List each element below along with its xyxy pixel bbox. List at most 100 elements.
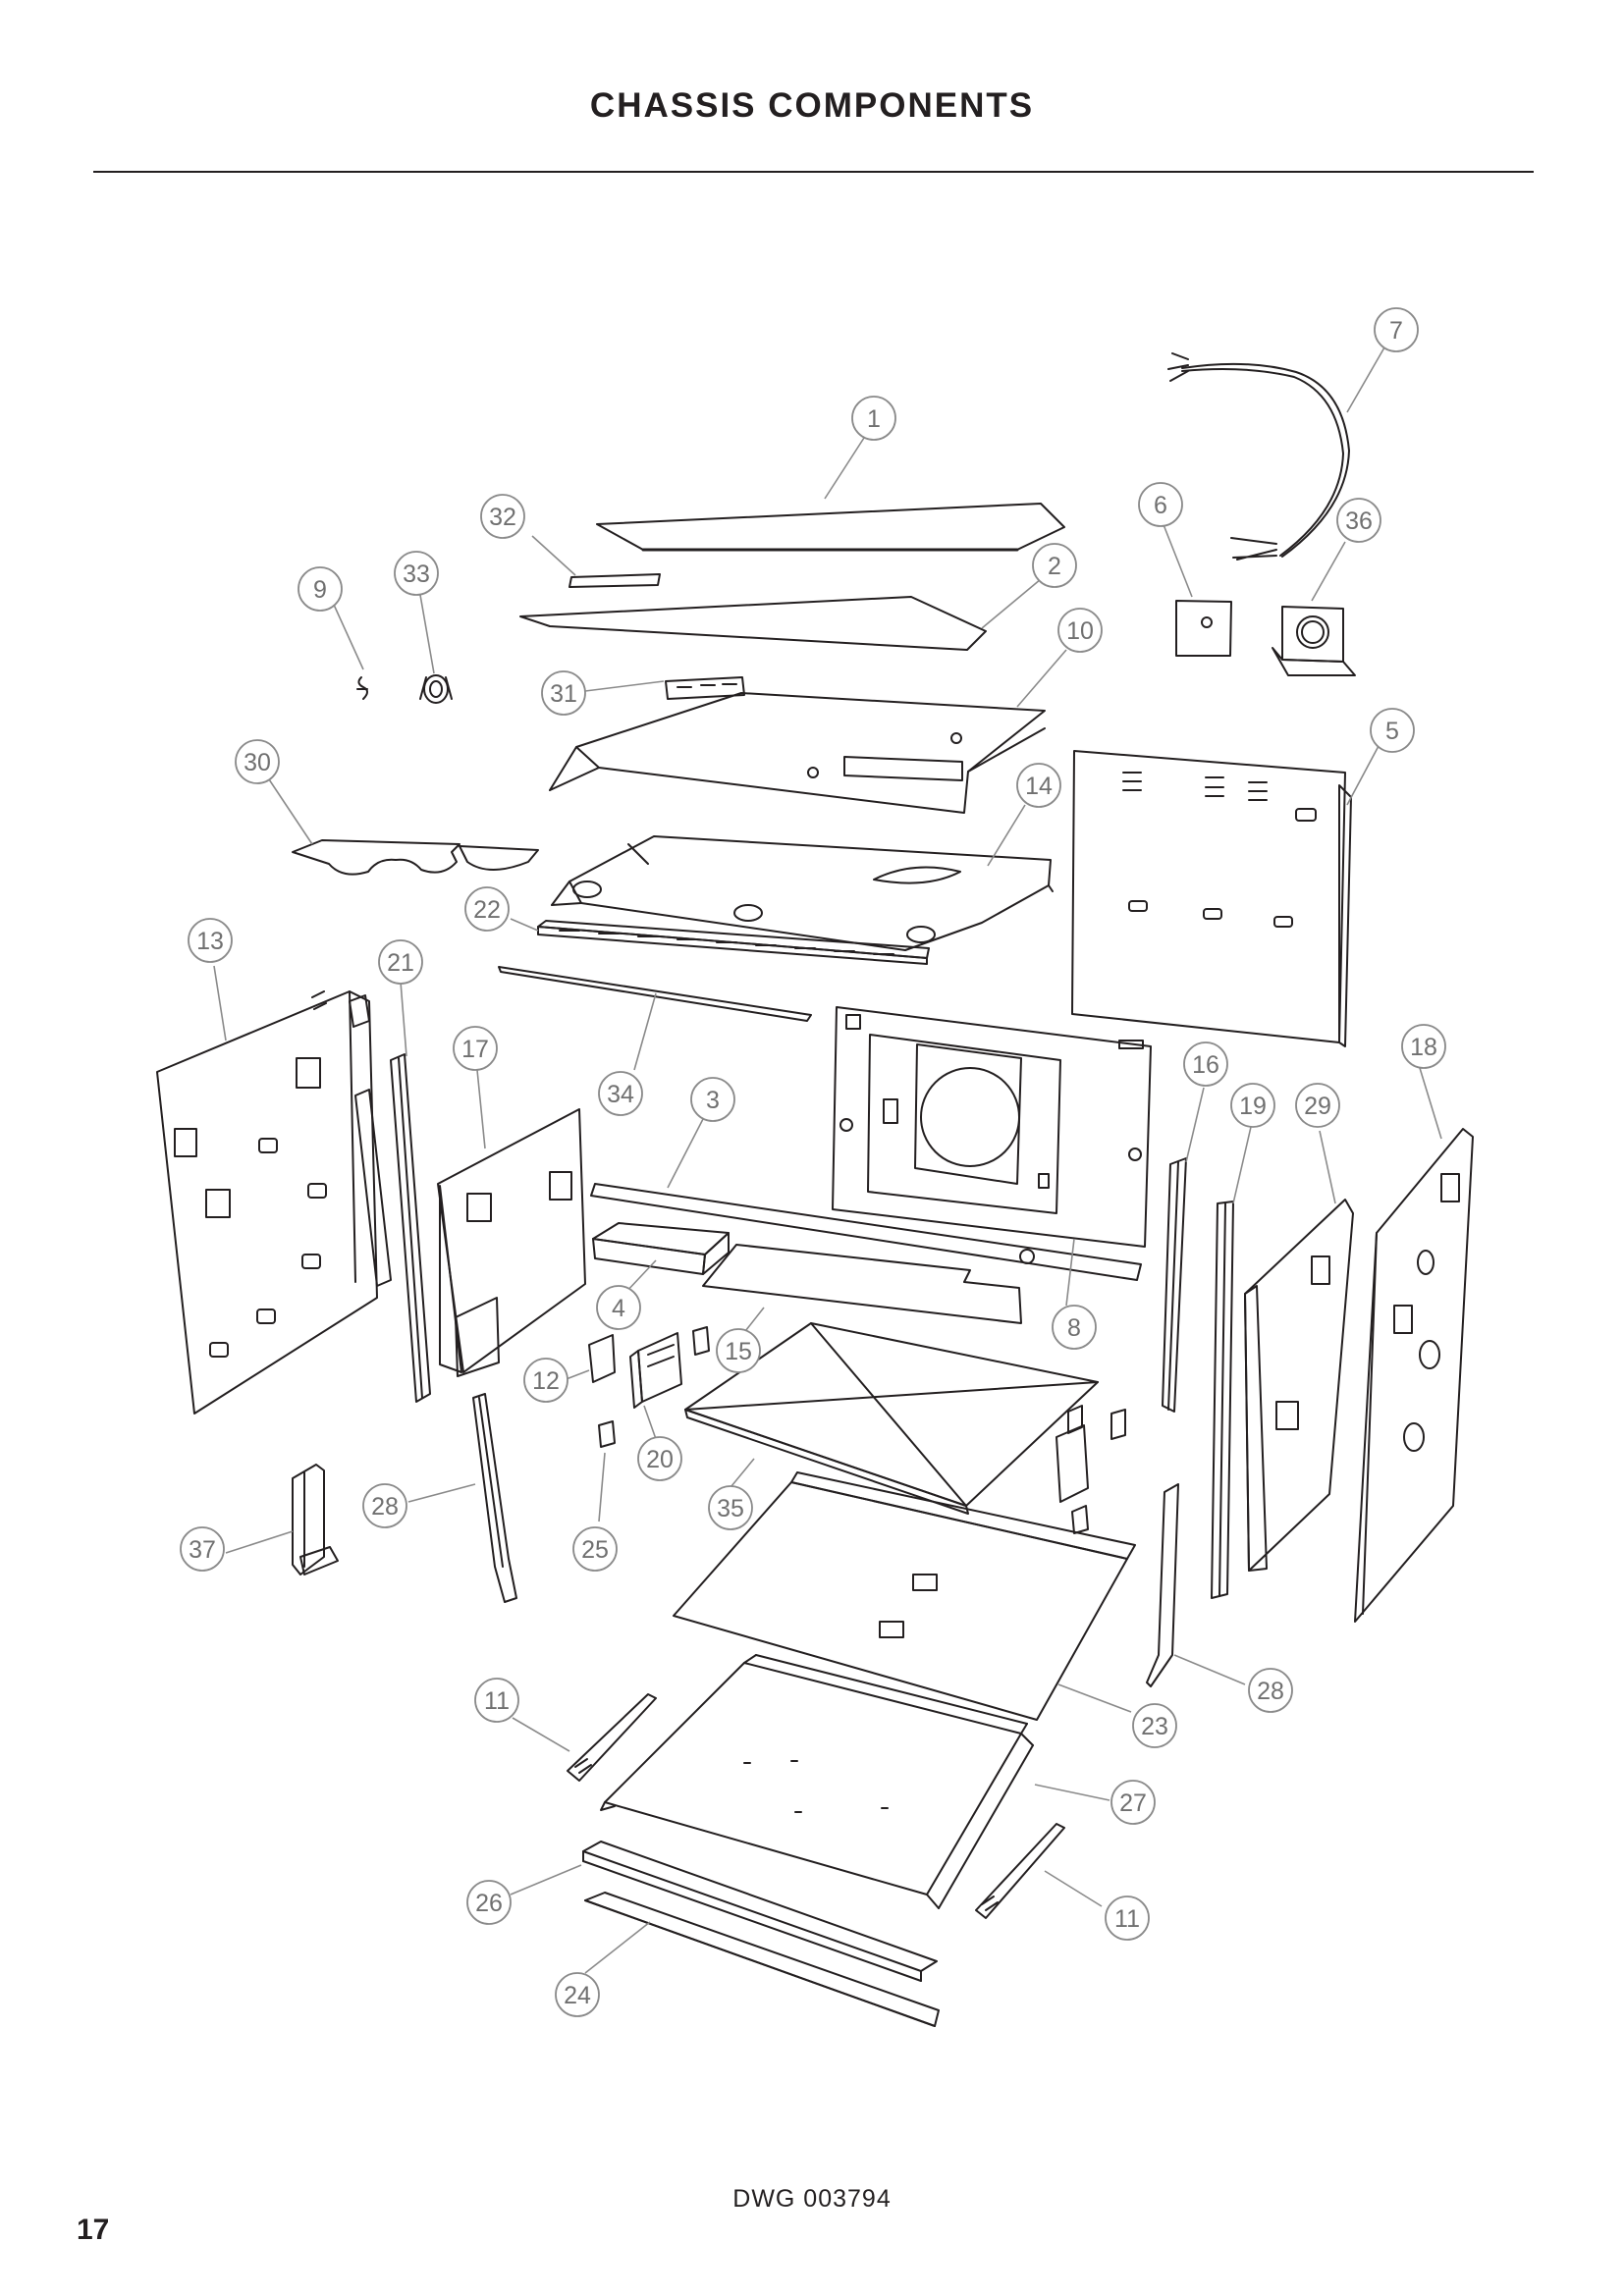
part-20-control-board	[629, 1332, 682, 1409]
callout-30: 30	[235, 739, 280, 784]
callout-label: 30	[244, 749, 271, 776]
callout-label: 17	[461, 1036, 489, 1063]
part-16-side-rail	[1162, 1157, 1187, 1413]
callout-22: 22	[464, 886, 510, 932]
callout-13: 13	[188, 918, 233, 963]
leader-7	[1346, 347, 1385, 413]
callout-26: 26	[466, 1880, 512, 1925]
leader-32	[531, 535, 576, 576]
callout-label: 14	[1025, 773, 1053, 800]
callout-11-right: 11	[1105, 1896, 1150, 1941]
callout-label: 11	[484, 1687, 510, 1715]
leader-33	[419, 594, 435, 674]
leader-11a	[512, 1717, 570, 1752]
leader-26	[510, 1864, 582, 1896]
callout-37: 37	[180, 1526, 225, 1572]
callout-label: 15	[725, 1338, 752, 1365]
callout-label: 1	[867, 405, 881, 433]
leader-27	[1034, 1784, 1110, 1801]
callout-label: 20	[646, 1446, 674, 1473]
leader-36	[1311, 541, 1346, 602]
callout-label: 32	[489, 504, 516, 531]
part-33-fan-motor	[419, 674, 453, 704]
part-10-top-cover	[549, 692, 1046, 814]
leader-31	[584, 680, 665, 692]
callout-label: 2	[1048, 553, 1061, 580]
callout-label: 37	[189, 1536, 216, 1564]
leader-30	[268, 778, 313, 845]
part-1-top-panel	[596, 503, 1065, 552]
callout-8: 8	[1052, 1305, 1097, 1350]
callout-label: 25	[581, 1536, 609, 1564]
part-28-corner-trim-right	[1146, 1483, 1179, 1687]
callout-1: 1	[851, 396, 896, 441]
leader-11b	[1044, 1870, 1103, 1907]
part-2-insulation-panel	[519, 596, 987, 651]
callout-5: 5	[1370, 708, 1415, 753]
callout-28-right: 28	[1248, 1668, 1293, 1713]
callout-24: 24	[555, 1972, 600, 2017]
leader-8	[1065, 1238, 1075, 1307]
part-8-front-frame	[832, 1006, 1152, 1264]
part-12-cover-plate	[588, 1334, 616, 1383]
callout-label: 16	[1192, 1051, 1219, 1079]
page-title: CHASSIS COMPONENTS	[589, 86, 1035, 125]
callout-10: 10	[1057, 608, 1103, 653]
part-30-heat-shield	[292, 839, 539, 876]
leader-24	[584, 1921, 651, 1974]
callout-label: 19	[1239, 1093, 1267, 1120]
callout-6: 6	[1138, 482, 1183, 527]
callout-11-left: 11	[474, 1678, 519, 1723]
callout-28-left: 28	[362, 1483, 407, 1528]
leader-5	[1346, 745, 1380, 806]
part-15-deflector	[702, 1244, 1022, 1324]
leader-6	[1162, 521, 1193, 598]
leader-13	[213, 965, 227, 1041]
leader-1	[824, 437, 865, 500]
part-32-bracket	[568, 573, 661, 588]
callout-17: 17	[453, 1026, 498, 1071]
callout-label: 13	[196, 928, 224, 955]
callout-21: 21	[378, 939, 423, 985]
leader-21	[400, 981, 407, 1057]
part-34-trim-strip	[498, 966, 812, 1022]
part-17-inner-left-panel	[437, 1108, 586, 1377]
callout-label: 11	[1114, 1905, 1140, 1933]
callout-36: 36	[1336, 498, 1381, 543]
callout-15: 15	[716, 1328, 761, 1373]
leader-9	[333, 604, 364, 670]
callout-label: 31	[550, 680, 577, 708]
callout-33: 33	[394, 551, 439, 596]
drawing-number: DWG 003794	[732, 2185, 892, 2213]
part-26-front-base-rail	[582, 1841, 938, 1982]
part-7-wiring-harness	[1167, 352, 1350, 561]
part-36-fan-housing	[1272, 606, 1356, 676]
callout-label: 22	[473, 896, 501, 924]
part-21-front-frame	[354, 1053, 431, 1403]
leader-28a	[407, 1483, 476, 1503]
callout-label: 4	[612, 1295, 625, 1322]
part-25-clips	[598, 1326, 710, 1448]
part-24-kick-plate	[584, 1892, 940, 2027]
leader-34	[633, 992, 657, 1071]
leader-23	[1057, 1683, 1132, 1713]
leader-14	[987, 804, 1026, 867]
callout-14: 14	[1016, 763, 1061, 808]
leader-20	[643, 1405, 657, 1440]
part-37-leg-bracket	[292, 1464, 339, 1575]
callout-label: 24	[564, 1982, 591, 2009]
callout-label: 18	[1410, 1034, 1437, 1061]
leader-29	[1319, 1130, 1336, 1204]
part-28-corner-trim-left	[472, 1393, 517, 1603]
callout-3: 3	[690, 1077, 735, 1122]
callout-label: 3	[706, 1087, 720, 1114]
leader-16	[1185, 1087, 1205, 1163]
callout-label: 10	[1066, 617, 1094, 645]
callout-label: 8	[1067, 1314, 1081, 1342]
callout-label: 9	[313, 576, 327, 604]
callout-27: 27	[1110, 1780, 1156, 1825]
leader-2	[981, 578, 1042, 629]
part-23-floor-panel	[673, 1471, 1136, 1721]
callout-25: 25	[572, 1526, 618, 1572]
callout-32: 32	[480, 494, 525, 539]
